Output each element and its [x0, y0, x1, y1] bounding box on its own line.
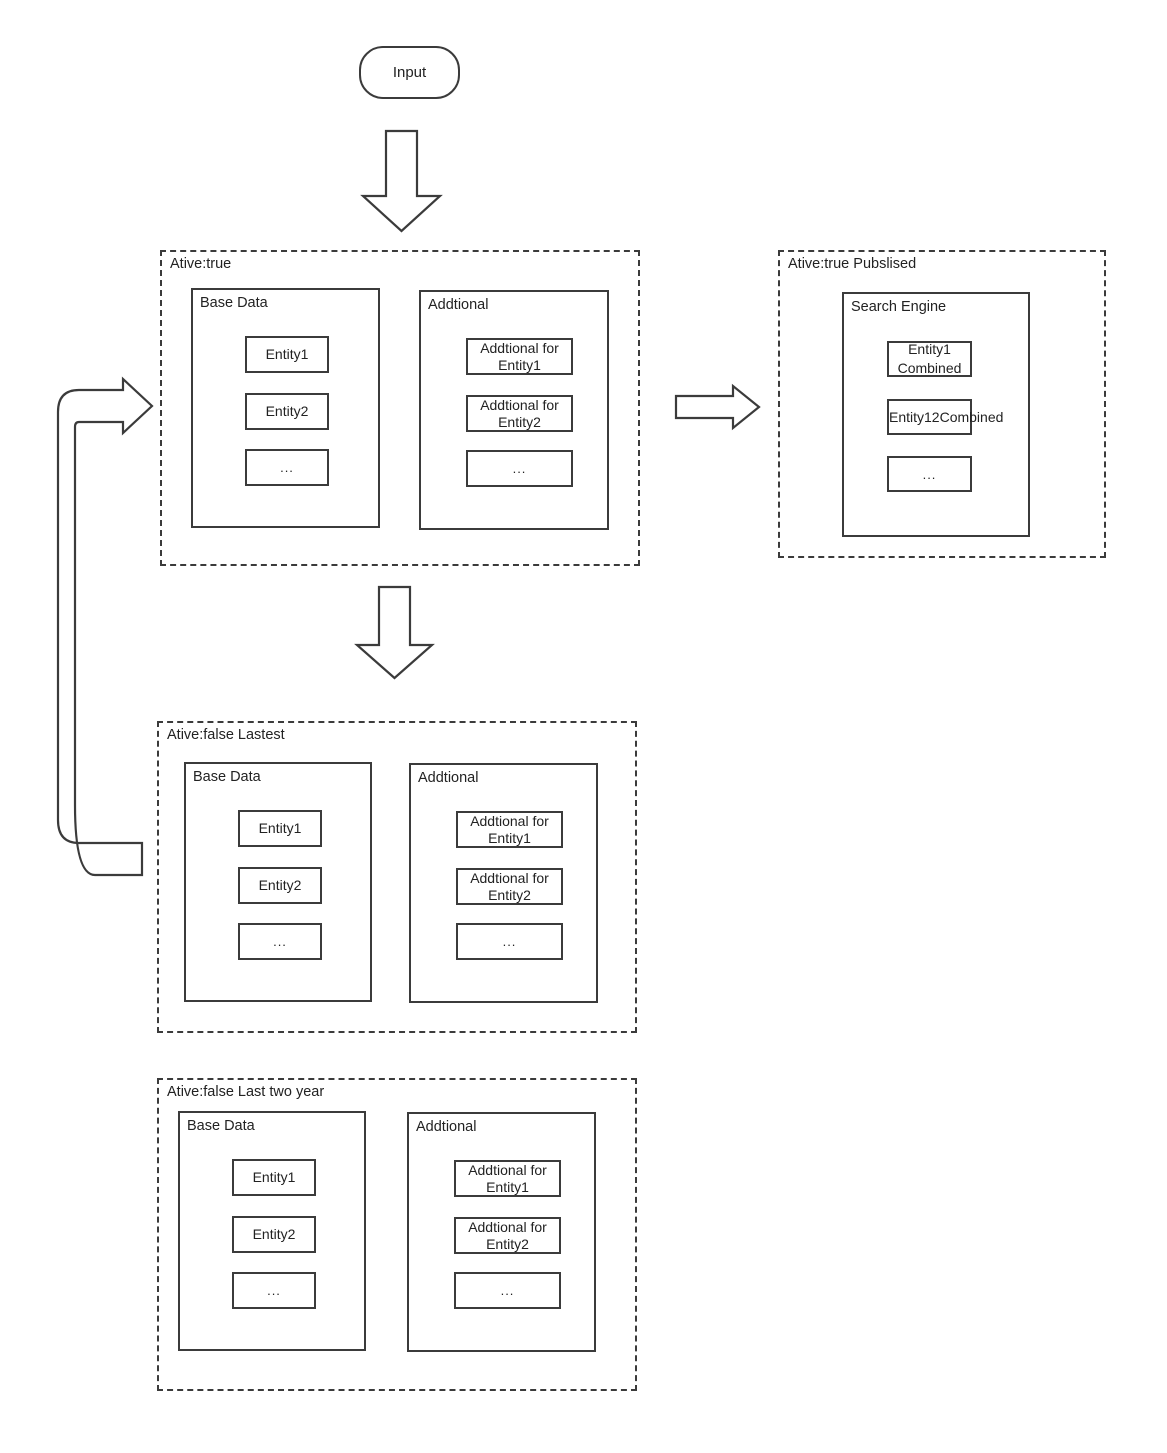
arrow-lastest-back-to-active-true [56, 376, 154, 877]
arrow-active-true-to-published [674, 383, 761, 431]
item-entity2-label: Entity2 [265, 403, 309, 419]
item-entity12-combined-label: Entity12Combined [889, 408, 1004, 425]
item-addtional-entity1-lastest-label: Addtional for Entity1 [470, 812, 549, 846]
arrow-active-true-to-lastest [354, 585, 435, 680]
panel-base-data-lastest[interactable]: Base Data Entity1 Entity2 ... [184, 762, 372, 1002]
panel-base-data[interactable]: Base Data Entity1 Entity2 ... [191, 288, 380, 528]
arrow-input-to-active-true [360, 129, 443, 233]
item-entity1-lastest-label: Entity1 [258, 820, 302, 836]
item-entity1-lastest[interactable]: Entity1 [238, 810, 322, 847]
item-ellipsis-lastest[interactable]: ... [238, 923, 322, 960]
group-active-false-lastest-label: Ative:false Lastest [167, 727, 285, 743]
item-entity2[interactable]: Entity2 [245, 393, 329, 430]
item-ellipsis-two-year-label: ... [267, 1283, 281, 1298]
panel-addtional-lastest-label: Addtional [418, 770, 479, 786]
item-ellipsis-label: ... [280, 460, 294, 475]
item-entity2-lastest-label: Entity2 [258, 877, 302, 893]
item-entity2-lastest[interactable]: Entity2 [238, 867, 322, 904]
item-addtional-ellipsis[interactable]: ... [466, 450, 573, 487]
group-active-true-published[interactable]: Ative:true Pubslised Search Engine Entit… [778, 250, 1106, 558]
item-addtional-entity1-lastest[interactable]: Addtional for Entity1 [456, 811, 563, 848]
item-entity1[interactable]: Entity1 [245, 336, 329, 373]
item-entity2-two-year[interactable]: Entity2 [232, 1216, 316, 1253]
panel-addtional-two-year[interactable]: Addtional Addtional for Entity1 Addtiona… [407, 1112, 596, 1352]
item-search-engine-ellipsis[interactable]: ... [887, 456, 972, 492]
panel-addtional-lastest[interactable]: Addtional Addtional for Entity1 Addtiona… [409, 763, 598, 1003]
group-active-false-last-two-year-label: Ative:false Last two year [167, 1084, 325, 1100]
group-active-true-label: Ative:true [170, 256, 232, 272]
panel-addtional[interactable]: Addtional Addtional for Entity1 Addtiona… [419, 290, 609, 530]
input-terminator[interactable]: Input [359, 46, 460, 99]
group-active-true-published-label: Ative:true Pubslised [788, 256, 917, 272]
item-addtional-ellipsis-lastest[interactable]: ... [456, 923, 563, 960]
item-ellipsis-two-year[interactable]: ... [232, 1272, 316, 1309]
item-addtional-entity2-label: Addtional for Entity2 [480, 396, 559, 430]
item-addtional-entity2-lastest-label: Addtional for Entity2 [470, 869, 549, 903]
item-addtional-entity1-label: Addtional for Entity1 [480, 339, 559, 373]
item-addtional-entity1[interactable]: Addtional for Entity1 [466, 338, 573, 375]
item-addtional-entity1-two-year-label: Addtional for Entity1 [468, 1161, 547, 1195]
item-entity12-combined[interactable]: Entity12Combined [887, 399, 1004, 435]
group-active-false-lastest[interactable]: Ative:false Lastest Base Data Entity1 En… [157, 721, 637, 1033]
item-addtional-ellipsis-lastest-label: ... [502, 934, 517, 949]
item-addtional-entity1-two-year[interactable]: Addtional for Entity1 [454, 1160, 561, 1197]
panel-base-data-two-year-label: Base Data [187, 1118, 255, 1134]
item-entity2-two-year-label: Entity2 [252, 1226, 296, 1242]
item-addtional-ellipsis-label: ... [512, 461, 527, 476]
item-addtional-ellipsis-two-year-label: ... [500, 1283, 515, 1298]
group-active-false-last-two-year[interactable]: Ative:false Last two year Base Data Enti… [157, 1078, 637, 1391]
panel-addtional-two-year-label: Addtional [416, 1119, 477, 1135]
item-addtional-entity2-lastest[interactable]: Addtional for Entity2 [456, 868, 563, 905]
item-ellipsis[interactable]: ... [245, 449, 329, 486]
group-active-true[interactable]: Ative:true Base Data Entity1 Entity2 ...… [160, 250, 640, 566]
item-addtional-ellipsis-two-year[interactable]: ... [454, 1272, 561, 1309]
item-addtional-entity2[interactable]: Addtional for Entity2 [466, 395, 573, 432]
item-addtional-entity2-two-year[interactable]: Addtional for Entity2 [454, 1217, 561, 1254]
panel-search-engine[interactable]: Search Engine Entity1 Combined Entity12C… [842, 292, 1030, 537]
item-entity1-combined-label: Entity1 Combined [897, 341, 962, 376]
item-ellipsis-lastest-label: ... [273, 934, 287, 949]
item-search-engine-ellipsis-label: ... [922, 466, 937, 482]
item-entity1-label: Entity1 [265, 346, 309, 362]
panel-addtional-label: Addtional [428, 297, 489, 313]
input-label: Input [392, 64, 427, 81]
panel-search-engine-label: Search Engine [851, 299, 947, 315]
panel-base-data-lastest-label: Base Data [193, 769, 261, 785]
item-entity1-combined[interactable]: Entity1 Combined [887, 341, 972, 377]
item-entity1-two-year[interactable]: Entity1 [232, 1159, 316, 1196]
panel-base-data-two-year[interactable]: Base Data Entity1 Entity2 ... [178, 1111, 366, 1351]
item-entity1-two-year-label: Entity1 [252, 1169, 296, 1185]
panel-base-data-label: Base Data [200, 295, 268, 311]
item-addtional-entity2-two-year-label: Addtional for Entity2 [468, 1218, 547, 1252]
